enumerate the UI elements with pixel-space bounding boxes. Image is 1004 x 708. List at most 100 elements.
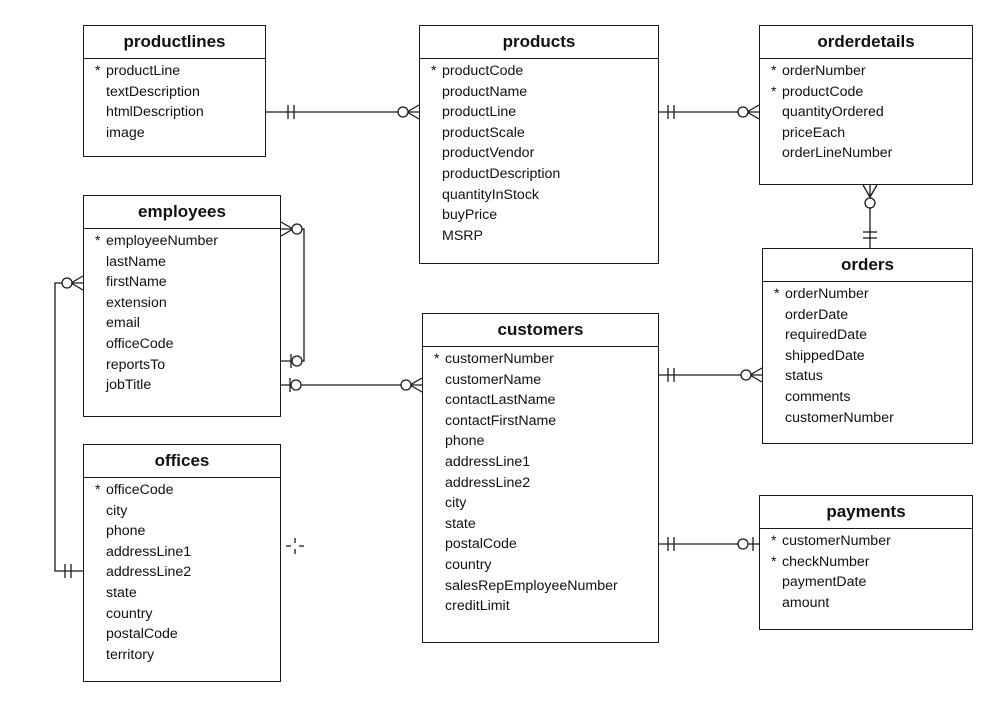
field-orderdetails-productCode: * productCode: [760, 82, 972, 103]
field-name: customerNumber: [782, 533, 891, 549]
rel-many-marker: [749, 367, 763, 376]
field-payments-amount: amount: [760, 593, 972, 614]
entity-title: products: [420, 26, 658, 59]
field-name: comments: [785, 388, 851, 405]
rel-many-marker: [406, 111, 420, 120]
field-customers-contactFirstName: contactFirstName: [423, 411, 658, 432]
field-offices-officeCode: *officeCode: [84, 480, 280, 501]
rel-many-marker: [406, 104, 420, 113]
field-orderdetails-orderNumber: *orderNumber: [760, 61, 972, 82]
rel-many-marker: [70, 282, 84, 291]
field-name: orderNumber: [785, 286, 869, 302]
field-customers-customerNumber: *customerNumber: [423, 349, 658, 370]
field-name: htmlDescription: [106, 104, 204, 121]
field-name: textDescription: [106, 83, 200, 100]
field-products-productLine: productLine: [420, 102, 658, 123]
field-name: addressLine2: [445, 474, 531, 491]
rel-many-marker: [280, 221, 294, 230]
field-name: employeeNumber: [106, 233, 218, 249]
field-products-productCode: *productCode: [420, 61, 658, 82]
field-employees-employeeNumber: *employeeNumber: [84, 231, 280, 252]
field-name: priceEach: [782, 124, 846, 141]
field-employees-email: email: [84, 313, 280, 334]
field-name: paymentDate: [782, 574, 867, 591]
rel-employees-self-line: [281, 228, 305, 362]
field-customers-state: state: [423, 514, 658, 535]
field-name: productScale: [442, 124, 525, 141]
field-customers-salesRepEmployeeNumber: salesRepEmployeeNumber: [423, 576, 658, 597]
rel-many-marker: [862, 184, 871, 198]
field-orders-status: status: [763, 366, 972, 387]
field-customers-phone: phone: [423, 431, 658, 452]
field-customers-customerName: customerName: [423, 370, 658, 391]
entity-title: orderdetails: [760, 26, 972, 59]
rel-many-marker: [869, 184, 878, 198]
entity-title: employees: [84, 196, 280, 229]
field-name: jobTitle: [106, 377, 152, 394]
rel-optional-marker: [737, 106, 749, 118]
field-orders-shippedDate: shippedDate: [763, 346, 972, 367]
primary-key-marker: *: [771, 82, 777, 99]
field-offices-country: country: [84, 604, 280, 625]
field-productlines-textDescription: textDescription: [84, 82, 265, 103]
field-name: addressLine2: [106, 564, 192, 581]
primary-key-marker: *: [95, 62, 101, 78]
field-employees-officeCode: officeCode: [84, 334, 280, 355]
field-offices-territory: territory: [84, 645, 280, 666]
field-productlines-productLine: *productLine: [84, 61, 265, 82]
field-name: territory: [106, 646, 155, 663]
field-name: productCode: [442, 63, 524, 79]
field-customers-country: country: [423, 555, 658, 576]
entity-title: offices: [84, 445, 280, 478]
field-customers-city: city: [423, 493, 658, 514]
field-orders-orderDate: orderDate: [763, 305, 972, 326]
rel-optional-marker: [397, 106, 409, 118]
field-employees-jobTitle: jobTitle: [84, 375, 280, 396]
field-name: checkNumber: [782, 553, 870, 570]
field-name: extension: [106, 294, 167, 311]
rel-offices-employees-line: [54, 282, 83, 572]
field-name: state: [445, 515, 476, 532]
field-name: productCode: [782, 83, 864, 100]
rel-optional-marker: [61, 277, 73, 289]
rel-many-marker: [409, 377, 423, 386]
field-offices-postalCode: postalCode: [84, 624, 280, 645]
field-name: phone: [106, 523, 146, 540]
field-orderdetails-priceEach: priceEach: [760, 123, 972, 144]
field-name: customerName: [445, 371, 542, 388]
field-employees-extension: extension: [84, 293, 280, 314]
field-name: email: [106, 315, 140, 332]
field-name: image: [106, 124, 145, 141]
field-products-MSRP: MSRP: [420, 226, 658, 247]
entity-title: productlines: [84, 26, 265, 59]
rel-many-marker: [280, 228, 294, 237]
field-name: quantityInStock: [442, 186, 540, 203]
field-orders-orderNumber: *orderNumber: [763, 284, 972, 305]
field-name: city: [445, 495, 467, 512]
field-employees-lastName: lastName: [84, 252, 280, 273]
rel-many-marker: [746, 111, 760, 120]
primary-key-marker: *: [434, 350, 440, 366]
field-name: addressLine1: [106, 543, 192, 560]
field-name: orderDate: [785, 306, 849, 323]
entity-title: payments: [760, 496, 972, 529]
primary-key-marker: *: [95, 481, 101, 497]
rel-optional-marker: [400, 379, 412, 391]
field-products-quantityInStock: quantityInStock: [420, 185, 658, 206]
field-orderdetails-orderLineNumber: orderLineNumber: [760, 143, 972, 164]
entity-title: customers: [423, 314, 658, 347]
field-products-productName: productName: [420, 82, 658, 103]
field-offices-addressLine2: addressLine2: [84, 562, 280, 583]
